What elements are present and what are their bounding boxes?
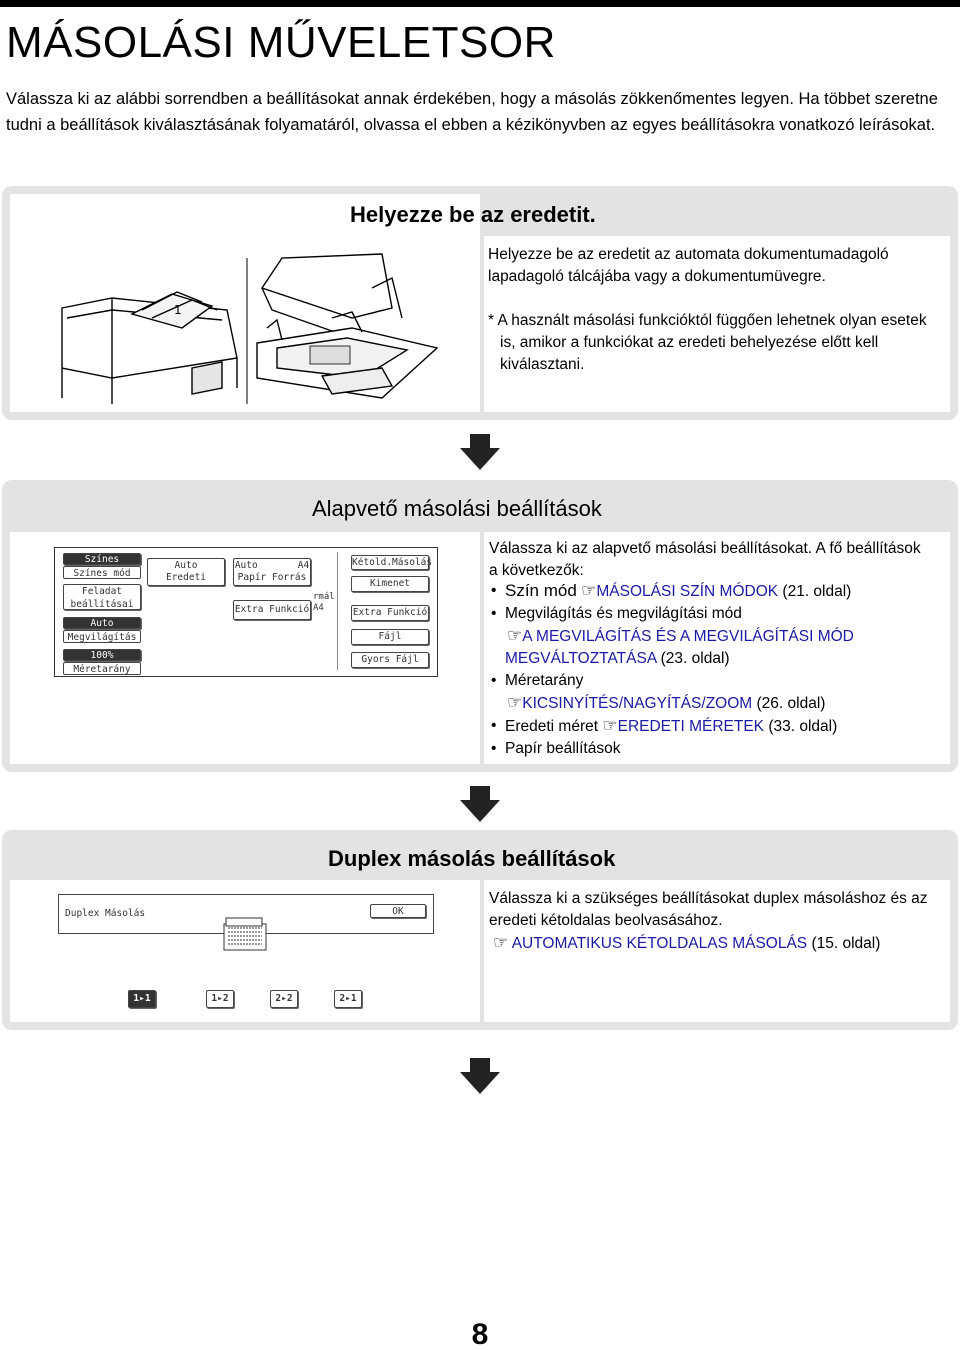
page-title: MÁSOLÁSI MŰVELETSOR (6, 18, 556, 67)
original-label: Eredeti (165, 572, 207, 583)
ok-button[interactable]: OK (370, 904, 426, 918)
link-auto-duplex[interactable]: AUTOMATIKUS KÉTOLDALAS MÁSOLÁS (511, 935, 808, 952)
paper-label: Papír Forrás (237, 572, 307, 583)
job-settings-button[interactable]: Feladat beállításai (63, 584, 141, 610)
down-arrow-icon (460, 434, 500, 470)
reference-hand-icon: ☞ (507, 693, 523, 712)
reference-hand-icon: ☞ (581, 581, 597, 600)
step1-text-area (484, 236, 950, 412)
duplex-1-to-2-button[interactable]: 1▸2 (206, 990, 234, 1008)
ratio-button[interactable]: Méretarány (63, 662, 141, 675)
intro-paragraph: Válassza ki az alábbi sorrendben a beáll… (6, 90, 938, 134)
color-mode-button[interactable]: Színes mód (63, 566, 141, 579)
top-rule (0, 0, 960, 7)
reference-hand-icon: ☞ (493, 933, 509, 952)
link-color-modes[interactable]: MÁSOLÁSI SZÍN MÓDOK (596, 583, 779, 600)
down-arrow-icon (460, 1058, 500, 1094)
bullet-color-mode: Szín mód ☞MÁSOLÁSI SZÍN MÓDOK (21. oldal… (489, 580, 949, 603)
step2-bullet-list: Szín mód ☞MÁSOLÁSI SZÍN MÓDOK (21. oldal… (489, 580, 949, 760)
ratio-value[interactable]: 100% (63, 649, 141, 661)
special-modes-button[interactable]: Extra Funkció (233, 600, 311, 620)
paper-value: Auto A4 (234, 560, 310, 571)
bullet-exposure: Megvilágítás és megvilágítási mód☞A MEGV… (489, 603, 949, 670)
step3-reference: ☞ AUTOMATIKUS KÉTOLDALAS MÁSOLÁS (15. ol… (493, 933, 881, 952)
step2-title: Alapvető másolási beállítások (312, 496, 602, 521)
output-fragment: rmál A4 (313, 592, 335, 613)
bullet-ratio: Méretarány☞KICSINYÍTÉS/NAGYÍTÁS/ZOOM (26… (489, 670, 949, 715)
copy-settings-screen: Színes Színes mód Feladat beállításai Au… (54, 547, 438, 677)
color-mode-value[interactable]: Színes (63, 553, 141, 565)
duplex-screen: Duplex Másolás OK 1▸1 1▸2 2▸2 2▸1 (54, 894, 438, 1022)
original-value: Auto (174, 560, 198, 571)
bullet-paper-settings: Papír beállítások (489, 738, 949, 760)
duplex-2-to-2-button[interactable]: 2▸2 (270, 990, 298, 1008)
step3-title: Duplex másolás beállítások (328, 846, 616, 871)
output-button[interactable]: Kimenet (351, 576, 429, 592)
duplex-button[interactable]: Kétold.Másolás (351, 555, 433, 570)
file-button[interactable]: Fájl (351, 629, 429, 645)
screen-divider (337, 552, 338, 670)
duplex-2-to-1-button[interactable]: 2▸1 (334, 990, 362, 1008)
bullet-original-size: Eredeti méret ☞EREDETI MÉRETEK (33. olda… (489, 715, 949, 738)
paper-select-button[interactable]: Auto A4 Papír Forrás (233, 558, 311, 586)
original-button[interactable]: Auto Eredeti (147, 558, 225, 586)
copier-small-icon (223, 917, 267, 951)
step1-text: Helyezze be az eredetit az automata doku… (488, 246, 889, 285)
extra-functions-button[interactable]: Extra Funkció (351, 605, 429, 621)
down-arrow-icon (460, 786, 500, 822)
step3-text-area (484, 880, 950, 1022)
exposure-value[interactable]: Auto (63, 617, 141, 629)
reference-hand-icon: ☞ (602, 716, 618, 735)
quick-file-button[interactable]: Gyors Fájl (351, 652, 429, 668)
link-original-sizes[interactable]: EREDETI MÉRETEK (617, 718, 765, 735)
duplex-1-to-1-button[interactable]: 1▸1 (128, 990, 156, 1008)
step1-panel: Helyezze be az eredetit. (2, 186, 958, 420)
link-exposure[interactable]: A MEGVILÁGÍTÁS ÉS A MEGVILÁGÍTÁSI MÓD ME… (505, 628, 854, 667)
step3-lead: Válassza ki a szükséges beállításokat du… (489, 890, 928, 929)
step2-lead: Válassza ki az alapvető másolási beállít… (489, 540, 921, 579)
step1-title: Helyezze be az eredetit. (350, 202, 596, 227)
exposure-button[interactable]: Megvilágítás (63, 630, 141, 643)
link-zoom[interactable]: KICSINYÍTÉS/NAGYÍTÁS/ZOOM (522, 695, 753, 712)
step1-note: * A használt másolási funkcióktól függőe… (488, 312, 927, 373)
page-number: 8 (471, 1318, 489, 1350)
svg-text:1: 1 (174, 303, 182, 317)
reference-hand-icon: ☞ (507, 626, 523, 645)
copier-illustration: 1 (61, 253, 439, 404)
